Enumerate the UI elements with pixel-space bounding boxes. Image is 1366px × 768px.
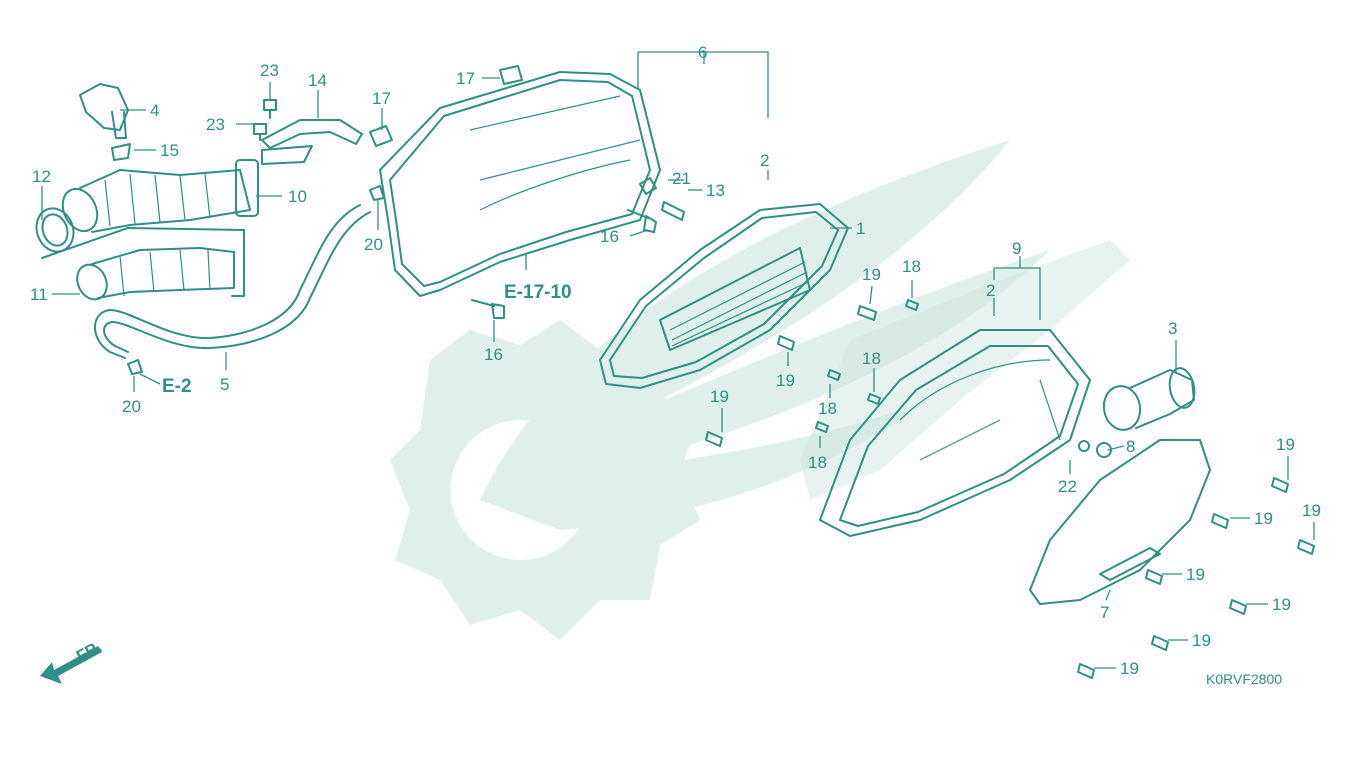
callout-1: 1	[856, 219, 865, 238]
callout-19: 19	[1186, 565, 1205, 584]
callout-19: 19	[1120, 659, 1139, 678]
callout-21: 21	[672, 169, 691, 188]
callout-19: 19	[1254, 509, 1273, 528]
callout-19: 19	[1192, 631, 1211, 650]
diagram-code: K0RVF2800	[1206, 671, 1282, 687]
callout-15: 15	[160, 141, 179, 160]
callout-4: 4	[150, 101, 159, 120]
callout-17: 17	[372, 89, 391, 108]
callout-10: 10	[288, 187, 307, 206]
callout-22: 22	[1058, 477, 1077, 496]
callout-23: 23	[206, 115, 225, 134]
part-16-bolts	[471, 209, 657, 319]
part-17-grommets	[369, 65, 523, 147]
hatch-zones	[800, 240, 1130, 500]
part-5-breather-tube	[94, 204, 371, 359]
callout-19: 19	[776, 371, 795, 390]
callout-3: 3	[1168, 319, 1177, 338]
callout-18: 18	[808, 453, 827, 472]
callout-14: 14	[308, 71, 327, 90]
callout-16: 16	[484, 345, 503, 364]
callout-12: 12	[32, 167, 51, 186]
callout-17: 17	[456, 69, 475, 88]
callout-18: 18	[902, 257, 921, 276]
part-12-clamp	[35, 207, 75, 253]
part-11-connecting-tube	[41, 227, 245, 301]
part-6-case-upper	[379, 71, 661, 297]
callout-19: 19	[1302, 501, 1321, 520]
watermark-logo	[390, 140, 1050, 640]
part-8-22-small-parts	[1078, 440, 1112, 458]
callout-7: 7	[1100, 603, 1109, 622]
reference-e2[interactable]: E-2	[162, 376, 192, 397]
callout-18: 18	[862, 349, 881, 368]
callout-23: 23	[260, 61, 279, 80]
part-7-cover	[1029, 439, 1211, 605]
reference-e17-10[interactable]: E-17-10	[504, 282, 572, 303]
callout-20: 20	[122, 397, 141, 416]
part-10-connecting-tube	[61, 159, 259, 233]
callout-11: 11	[30, 285, 48, 304]
part-15-clip	[111, 143, 131, 161]
callout-16: 16	[600, 227, 619, 246]
callout-13: 13	[706, 181, 725, 200]
callout-2: 2	[986, 281, 995, 300]
part-19-screws	[705, 305, 1315, 679]
front-direction-arrow: FR.	[40, 638, 105, 684]
part-21-13-small-parts	[639, 177, 685, 221]
part-18-screws	[815, 299, 919, 433]
callout-6: 6	[698, 43, 707, 62]
callout-19: 19	[1272, 595, 1291, 614]
part-1-air-element	[599, 203, 849, 389]
callout-19: 19	[1276, 435, 1295, 454]
callout-9: 9	[1012, 239, 1021, 258]
callout-5: 5	[220, 375, 229, 394]
part-3-duct	[1102, 367, 1196, 431]
callout-19: 19	[710, 387, 729, 406]
callout-labels: 23 23 14 17 17 4 15 12 10 11 20 20 5 6 2…	[30, 43, 1321, 678]
part-9-case-lower	[819, 329, 1091, 537]
callout-18: 18	[818, 399, 837, 418]
callout-2: 2	[760, 151, 769, 170]
callout-8: 8	[1126, 437, 1135, 456]
part-14-drain-bracket	[261, 119, 363, 165]
callout-20: 20	[364, 235, 383, 254]
callout-19: 19	[862, 265, 881, 284]
leader-lines	[41, 51, 1315, 669]
part-4-cap	[79, 83, 129, 139]
part-23-bolts	[253, 99, 277, 141]
